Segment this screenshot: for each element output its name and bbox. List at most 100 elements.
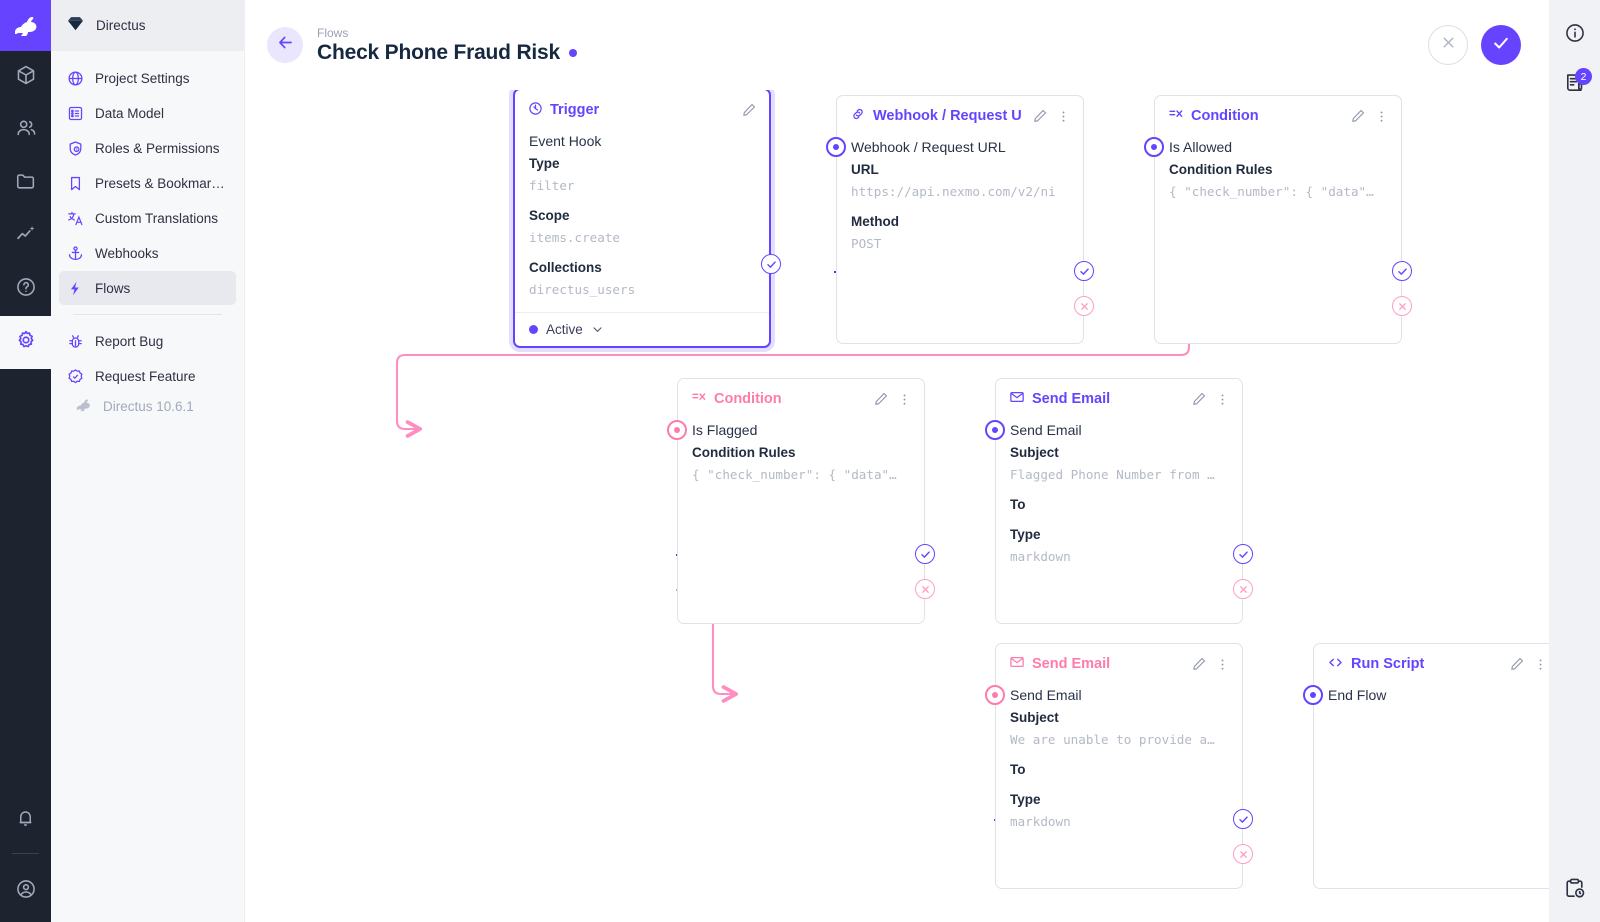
panel-input-node-send-email-unable[interactable] <box>985 685 1005 705</box>
panel-resolve-node-webhook[interactable] <box>1074 261 1094 281</box>
breadcrumb[interactable]: Flows <box>317 26 349 40</box>
flow-logs-button[interactable]: 2 <box>1549 60 1600 110</box>
sidebar-item-report-bug[interactable]: Report Bug <box>59 324 236 358</box>
panel-type: Trigger <box>528 101 599 120</box>
field-label: Subject <box>1010 445 1059 460</box>
sidebar-item-custom-translations[interactable]: Custom Translations <box>59 201 236 235</box>
panel-name: Event Hook <box>529 133 602 149</box>
module-insights[interactable] <box>0 210 51 263</box>
box-icon <box>15 64 37 91</box>
field-label: Type <box>1010 792 1041 807</box>
edit-pencil-icon[interactable] <box>1190 390 1208 408</box>
edit-pencil-icon[interactable] <box>872 390 890 408</box>
more-options-icon[interactable] <box>1213 655 1231 673</box>
save-button[interactable] <box>1481 25 1521 65</box>
field-value: POST <box>851 236 882 251</box>
panel-type-label: Send Email <box>1032 656 1111 672</box>
panel-name: Webhook / Request URL <box>851 139 1006 155</box>
people-icon <box>15 117 37 144</box>
rabbit-icon <box>75 398 92 415</box>
sidebar-item-flows[interactable]: Flows <box>59 271 236 305</box>
chevron-down-icon[interactable] <box>591 323 604 336</box>
edit-pencil-icon[interactable] <box>1508 655 1526 673</box>
panel-resolve-node-condition-flagged[interactable] <box>915 544 935 564</box>
edit-pencil-icon[interactable] <box>1031 107 1049 125</box>
more-options-icon[interactable] <box>895 390 913 408</box>
panel-input-node-webhook[interactable] <box>826 137 846 157</box>
anchor-icon <box>67 245 84 262</box>
module-files[interactable] <box>0 157 51 210</box>
panel-type-label: Send Email <box>1032 391 1111 407</box>
module-users[interactable] <box>0 104 51 157</box>
sidebar-item-data-model[interactable]: Data Model <box>59 96 236 130</box>
info-circle-icon <box>1564 22 1586 49</box>
panel-type: Condition <box>1168 106 1259 126</box>
panel-name: Send Email <box>1010 687 1082 703</box>
flow-history-button[interactable] <box>1549 860 1600 922</box>
field-value: items.create <box>529 230 620 245</box>
panel-input-node-run-script[interactable] <box>1303 685 1323 705</box>
sidebar-item-webhooks[interactable]: Webhooks <box>59 236 236 270</box>
field-value: markdown <box>1010 549 1071 564</box>
module-docs[interactable] <box>0 263 51 316</box>
list-box-icon <box>67 105 84 122</box>
project-header[interactable]: Directus <box>51 0 244 51</box>
header-actions <box>1428 25 1521 65</box>
field-value: We are unable to provide a… <box>1010 732 1215 747</box>
more-options-icon[interactable] <box>1213 390 1231 408</box>
module-notifications[interactable] <box>0 794 51 847</box>
panel-input-node-condition-allowed[interactable] <box>1144 137 1164 157</box>
panel-status-footer[interactable]: Active <box>515 312 769 346</box>
panel-resolve-node-send-email-unable[interactable] <box>1233 809 1253 829</box>
panel-reject-node-send-email-unable[interactable] <box>1233 844 1253 864</box>
sidebar-nav-list: Project Settings Data Model $ Roles & Pe… <box>51 51 244 419</box>
panel-reject-node-webhook[interactable] <box>1074 296 1094 316</box>
rabbit-logo-icon[interactable] <box>0 0 51 51</box>
module-account[interactable] <box>0 860 51 922</box>
sidebar-item-label: Custom Translations <box>95 210 219 226</box>
panel-reject-node-send-email-flagged[interactable] <box>1233 579 1253 599</box>
field-value: markdown <box>1010 814 1071 829</box>
panel-resolve-node-trigger[interactable] <box>761 254 781 274</box>
field-value: { "check_number": { "data"… <box>692 467 897 482</box>
module-settings[interactable] <box>0 316 51 369</box>
module-content[interactable] <box>0 51 51 104</box>
sidebar-divider <box>73 314 222 315</box>
panel-header: Condition <box>1155 96 1401 136</box>
version-label: Directus 10.6.1 <box>103 399 194 414</box>
status-dot <box>529 325 538 334</box>
edit-pencil-icon[interactable] <box>1349 107 1367 125</box>
panel-reject-node-condition-allowed[interactable] <box>1392 296 1412 316</box>
cancel-button[interactable] <box>1428 25 1468 65</box>
panel-resolve-node-condition-allowed[interactable] <box>1392 261 1412 281</box>
sidebar-item-roles-permissions[interactable]: $ Roles & Permissions <box>59 131 236 165</box>
back-button[interactable] <box>267 27 303 63</box>
sidebar-item-request-feature[interactable]: Request Feature <box>59 359 236 393</box>
status-label: Active <box>546 322 583 337</box>
sidebar-item-project-settings[interactable]: Project Settings <box>59 61 236 95</box>
panel-resolve-node-send-email-flagged[interactable] <box>1233 544 1253 564</box>
panel-input-node-send-email-flagged[interactable] <box>985 420 1005 440</box>
more-options-icon[interactable] <box>1054 107 1072 125</box>
edit-pencil-icon[interactable] <box>740 101 758 119</box>
sidebar-item-label: Request Feature <box>95 368 196 384</box>
panel-input-node-condition-flagged[interactable] <box>667 420 687 440</box>
more-options-icon[interactable] <box>1531 655 1549 673</box>
sidebar-item-presets-bookmarks[interactable]: Presets & Bookmar… <box>59 166 236 200</box>
more-options-icon[interactable] <box>1372 107 1390 125</box>
field-label: Collections <box>529 260 602 275</box>
edit-pencil-icon[interactable] <box>1190 655 1208 673</box>
flow-info-button[interactable] <box>1549 10 1600 60</box>
panel-reject-node-condition-flagged[interactable] <box>915 579 935 599</box>
field-label: Condition Rules <box>692 445 796 460</box>
bug-icon <box>67 333 84 350</box>
field-label: Condition Rules <box>1169 162 1273 177</box>
